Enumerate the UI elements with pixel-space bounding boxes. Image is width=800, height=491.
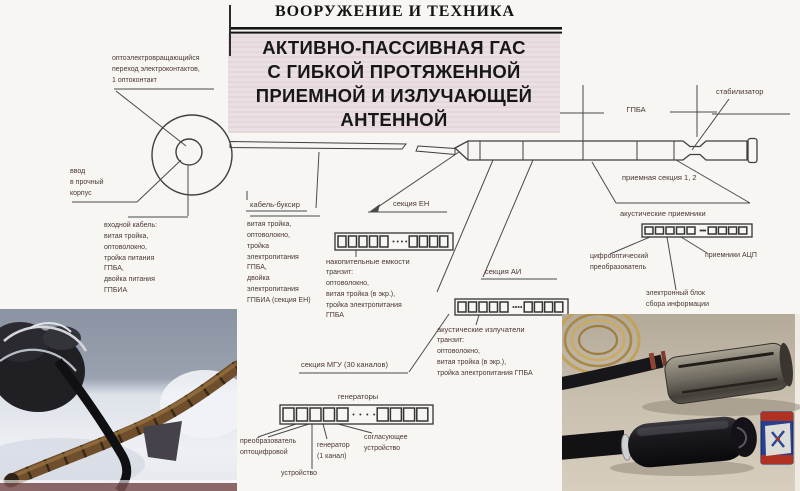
label-opto-rotary: оптоэлектровращающийся переход электроко… [112, 55, 200, 84]
masthead: ВООРУЖЕНИЕ И ТЕХНИКА [274, 3, 516, 20]
label-gpba: ГПБА [626, 105, 646, 114]
winch-drum [151, 114, 233, 196]
antenna-body [453, 137, 758, 164]
label-device: устройство [281, 470, 318, 477]
masthead-rule [229, 5, 562, 56]
antenna-end-cap [747, 137, 758, 164]
label-generators: генераторы [337, 392, 379, 401]
matchbox [760, 411, 794, 465]
photo-antenna-in-snow [0, 309, 237, 491]
red-ring [648, 352, 657, 370]
bar-recv [641, 223, 753, 238]
label-adc-receivers: приемники АЦП [705, 252, 757, 259]
label-hull-entry: ввод в прочный корпус [70, 168, 104, 197]
label-digital-optical-conv: цифрооптический преобразователь [590, 253, 649, 271]
label-section-en: секция ЕН [393, 199, 430, 208]
article-title: АКТИВНО-ПАССИВНАЯ ГАС С ГИБКОЙ ПРОТЯЖЕНН… [255, 37, 533, 130]
bar-ai [454, 298, 569, 316]
tow-cable [229, 140, 456, 156]
leader-lines [72, 85, 790, 469]
dark-wedge-object [143, 421, 182, 461]
label-capacities: накопительные емкости [326, 257, 410, 266]
cable-bundle [0, 322, 88, 412]
label-section-mgu: секция МГУ (30 каналов) [301, 360, 388, 369]
label-electronic-unit: электронный блок сбора информации [646, 290, 709, 308]
label-generator-1ch: генератор (1 канал) [317, 442, 350, 460]
label-transit-ai: транзит: оптоволокно, витая тройка (в эк… [437, 337, 533, 377]
label-transit-en: транзит: оптоволокно, витая тройка (в эк… [326, 269, 402, 320]
bar-gen [279, 404, 434, 425]
arrowhead-section-en [369, 204, 380, 212]
label-acoustic-receivers: акустические приемники [620, 209, 706, 218]
black-hose [54, 358, 132, 491]
black-lead-cable [562, 354, 664, 391]
metal-hydrophone [664, 342, 793, 405]
label-recv-sections: приемная секция 1, 2 [622, 173, 697, 182]
label-cable-tug: кабель-буксир [250, 200, 300, 209]
bar-en [334, 232, 454, 251]
label-radiators: акустические излучатели [437, 325, 525, 334]
black-hydrophone [621, 416, 757, 468]
label-matching-device: согласующее устройство [364, 434, 408, 452]
photo-hydrophone-modules [562, 314, 800, 491]
label-section-ai: секция АИ [485, 267, 522, 276]
label-cable-tug-detail: витая тройка, оптоволокно, тройка электр… [247, 221, 311, 304]
label-stabilizer: стабилизатор [716, 87, 764, 96]
title-clipping-background [228, 33, 560, 133]
photo-bottom-strip [0, 483, 237, 491]
label-conv-optodigital: преобразователь оптоцифровой [240, 438, 297, 456]
label-input-cable: входной кабель: витая тройка, оптоволокн… [104, 222, 157, 295]
black-cable-bottom [562, 430, 624, 460]
